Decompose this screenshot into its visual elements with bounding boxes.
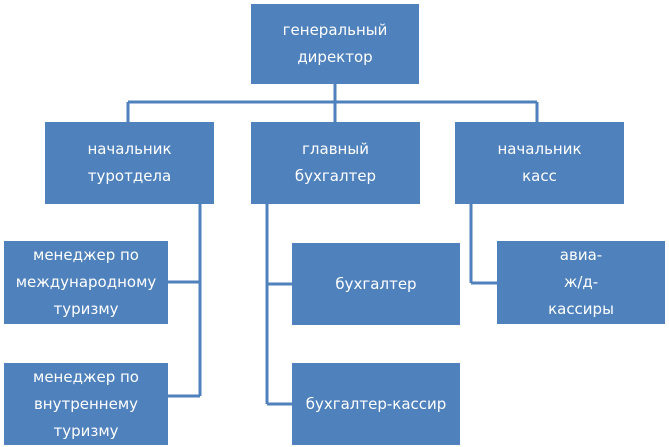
head-tourism-line2: туротдела (87, 167, 172, 185)
box-head-cashdesks: начальник касс (455, 122, 624, 204)
box-head-tourism: начальник туротдела (45, 122, 214, 204)
box-accountant: бухгалтер (292, 243, 460, 325)
head-tourism-line1: начальник (87, 140, 172, 158)
box-manager-domestic: менеджер по внутреннему туризму (4, 363, 168, 445)
box-cashiers: авиа- ж/д- кассиры (497, 241, 665, 324)
cashiers-line3: кассиры (548, 300, 614, 318)
accountant-line1: бухгалтер (335, 274, 417, 293)
manager-international-line2: международному (15, 273, 157, 291)
manager-international-line3: туризму (53, 300, 119, 318)
director-line1: генеральный (282, 21, 388, 39)
box-general-director: генеральный директор (251, 4, 419, 84)
accountant-cashier-line1: бухгалтер-кассир (305, 394, 447, 413)
cashiers-line2: ж/д- (563, 273, 599, 291)
head-cashdesks-line2: касс (522, 167, 557, 185)
head-cashdesks-line1: начальник (497, 140, 582, 158)
box-chief-accountant: главный бухгалтер (251, 122, 420, 204)
director-line2: директор (297, 48, 373, 66)
box-manager-international: менеджер по международному туризму (4, 241, 168, 324)
manager-international-line1: менеджер по (33, 246, 139, 264)
chief-accountant-line2: бухгалтер (294, 167, 377, 185)
manager-domestic-line3: туризму (53, 421, 119, 440)
box-accountant-cashier: бухгалтер-кассир (292, 363, 460, 445)
manager-domestic-line2: внутреннему (33, 394, 139, 413)
chief-accountant-line1: главный (302, 140, 369, 158)
manager-domestic-line1: менеджер по (33, 367, 139, 386)
cashiers-line1: авиа- (559, 246, 603, 264)
